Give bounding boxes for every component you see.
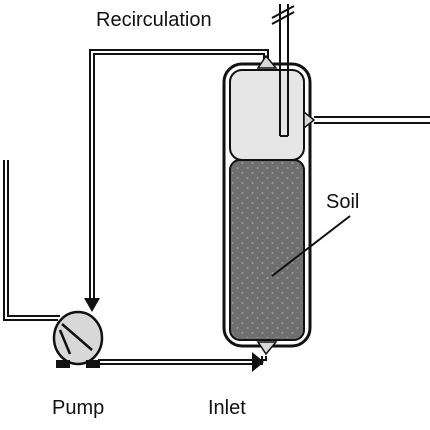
soil-label: Soil <box>326 191 360 213</box>
inlet-label: Inlet <box>208 397 246 419</box>
feed-line <box>3 160 60 321</box>
sampling-tube <box>279 4 289 137</box>
pump <box>52 310 104 368</box>
recirculation-label: Recirculation <box>96 9 212 31</box>
headspace <box>229 69 305 161</box>
recirculation-arrow <box>84 298 100 312</box>
soil-leader-line <box>271 215 351 277</box>
break-mark <box>271 5 295 25</box>
inlet-line <box>98 356 267 365</box>
inlet-arrow <box>252 352 264 372</box>
soil-column <box>222 54 312 356</box>
pump-label: Pump <box>52 397 105 419</box>
side-outlet <box>303 110 430 130</box>
